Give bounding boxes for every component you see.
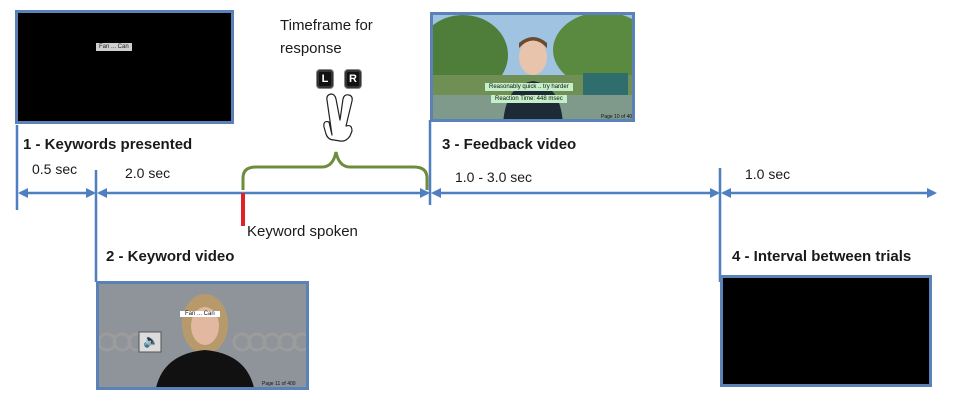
keyword-spoken-label: Keyword spoken bbox=[247, 223, 358, 240]
video-scene bbox=[99, 284, 306, 387]
video-page-counter: Page 11 of 400 bbox=[262, 381, 296, 387]
duration-label-2: 2.0 sec bbox=[125, 165, 171, 181]
interval-screen bbox=[720, 275, 932, 387]
video-keyword: Fan ... Can bbox=[180, 311, 220, 317]
stage-3-label: 3 - Feedback video bbox=[442, 136, 577, 153]
stage-2-label: 2 - Keyword video bbox=[106, 248, 235, 265]
response-brace bbox=[241, 151, 429, 190]
keywords-screen: Fan ... Can bbox=[15, 10, 234, 124]
duration-label-3: 1.0 - 3.0 sec bbox=[455, 169, 533, 185]
feedback-message: Reasonably quick .. try harder bbox=[485, 83, 573, 91]
feedback-page-counter: Page 10 of 400 bbox=[601, 114, 635, 120]
stage-1-label: 1 - Keywords presented bbox=[23, 136, 193, 153]
stage-4-label: 4 - Interval between trials bbox=[732, 248, 912, 265]
buffering-rings bbox=[99, 332, 306, 352]
keyword-video-screen: 🔈 Fan ... Can Page 11 of 400 bbox=[96, 281, 309, 390]
duration-label-4: 1.0 sec bbox=[745, 166, 791, 182]
feedback-video-screen: Reasonably quick .. try harder Reaction … bbox=[430, 12, 635, 122]
keyword-tag: Fan ... Can bbox=[96, 43, 132, 51]
two-finger-hand-icon bbox=[323, 93, 353, 142]
response-window-line2: response bbox=[280, 40, 342, 57]
reaction-time: Reaction Time: 448 msec bbox=[491, 95, 567, 103]
speaker-icon[interactable]: 🔈 bbox=[143, 333, 160, 348]
feedback-scene bbox=[433, 15, 632, 119]
key-r: R bbox=[345, 70, 361, 88]
duration-label-1: 0.5 sec bbox=[32, 161, 78, 177]
response-window-line1: Timeframe for bbox=[280, 17, 373, 34]
key-l: L bbox=[317, 70, 333, 88]
